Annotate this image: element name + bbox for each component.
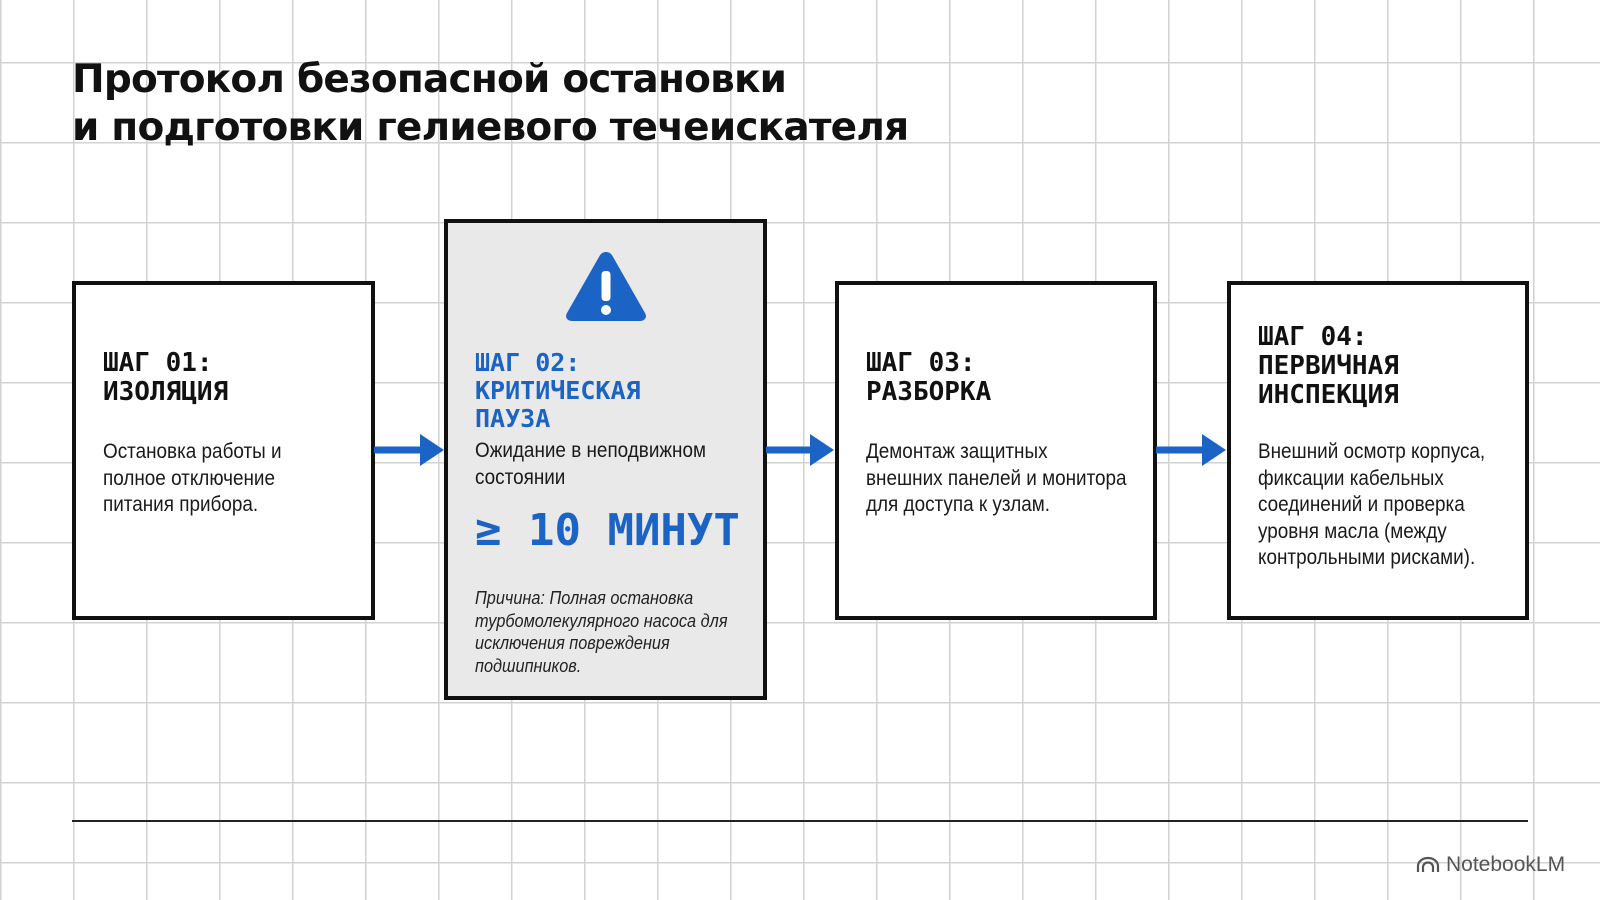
brand-watermark: NotebookLM [1416, 853, 1565, 877]
notebooklm-logo-icon [1416, 856, 1440, 872]
step-label: ШАГ 01: ИЗОЛЯЦИЯ [103, 349, 228, 407]
step-label: ШАГ 04: ПЕРВИЧНАЯ ИНСПЕКЦИЯ [1258, 323, 1399, 410]
warning-icon [566, 252, 646, 321]
title-line-1: Протокол безопасной остановки [72, 57, 787, 102]
step-title-line-2: ИНСПЕКЦИЯ [1258, 380, 1399, 410]
page-title: Протокол безопасной остановки и подготов… [72, 56, 1072, 152]
step-title-line-1: ПЕРВИЧНАЯ [1258, 351, 1399, 381]
step-title-line-2: ПАУЗА [475, 404, 551, 433]
step-card-critical-pause: ШАГ 02: КРИТИЧЕСКАЯ ПАУЗА Ожидание в неп… [444, 219, 767, 700]
step-card-isolation: ШАГ 01: ИЗОЛЯЦИЯ Остановка работы и полн… [72, 281, 375, 620]
step-label: ШАГ 02: КРИТИЧЕСКАЯ ПАУЗА [475, 349, 641, 433]
arrow-right-icon [374, 434, 444, 466]
step-card-disassembly: ШАГ 03: РАЗБОРКА Демонтаж защитных внешн… [835, 281, 1157, 620]
step-title-line-1: КРИТИЧЕСКАЯ [475, 376, 641, 405]
arrow-right-icon [1156, 434, 1226, 466]
step-number: ШАГ 04: [1258, 322, 1368, 352]
step-description: Остановка работы и полное отключение пит… [103, 440, 282, 516]
step-description: Внешний осмотр корпуса, фиксации кабельн… [1258, 440, 1486, 569]
pause-duration: ≥ 10 МИНУТ [475, 505, 740, 556]
step-number: ШАГ 03: [866, 348, 976, 378]
step-number: ШАГ 01: [103, 348, 213, 378]
brand-name: NotebookLM [1446, 853, 1566, 876]
step-title: РАЗБОРКА [866, 377, 992, 407]
pause-reason: Причина: Полная остановка турбомолекуляр… [475, 587, 728, 676]
step-description: Ожидание в неподвижном состоянии [475, 439, 706, 489]
step-title: ИЗОЛЯЦИЯ [103, 377, 229, 407]
step-number: ШАГ 02: [475, 348, 581, 377]
bottom-divider [72, 820, 1528, 822]
step-card-inspection: ШАГ 04: ПЕРВИЧНАЯ ИНСПЕКЦИЯ Внешний осмо… [1227, 281, 1529, 620]
arrow-right-icon [766, 434, 834, 466]
step-label: ШАГ 03: РАЗБОРКА [866, 349, 991, 407]
step-description: Демонтаж защитных внешних панелей и мони… [866, 440, 1127, 516]
title-line-2: и подготовки гелиевого течеискателя [72, 105, 909, 150]
